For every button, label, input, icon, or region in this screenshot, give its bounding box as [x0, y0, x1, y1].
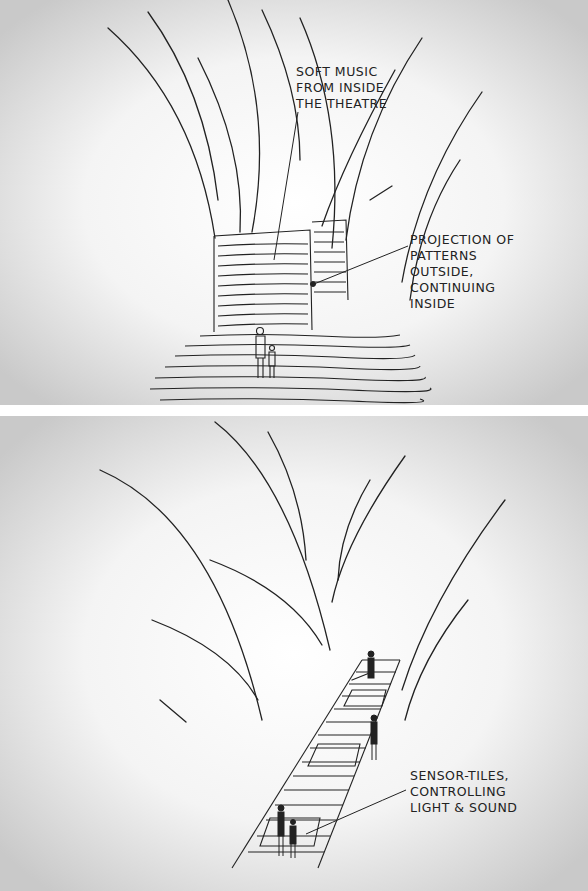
human-figures	[278, 651, 377, 858]
sail-shells	[100, 422, 505, 722]
steps	[150, 335, 431, 403]
stairway	[232, 660, 400, 868]
leader-line	[306, 790, 406, 834]
projection-screen	[214, 220, 348, 332]
leader-line	[274, 112, 408, 287]
annotation-note: SENSOR-TILES, CONTROLLING LIGHT & SOUND	[410, 768, 530, 816]
annotation-note: PROJECTION OF PATTERNS OUTSIDE, CONTINUI…	[410, 232, 530, 312]
human-figures	[256, 328, 275, 379]
annotation-note: SOFT MUSIC FROM INSIDE THE THEATRE	[296, 64, 406, 112]
panel-background	[0, 416, 588, 891]
sensor-tile	[260, 690, 386, 846]
panel-background	[0, 0, 588, 405]
